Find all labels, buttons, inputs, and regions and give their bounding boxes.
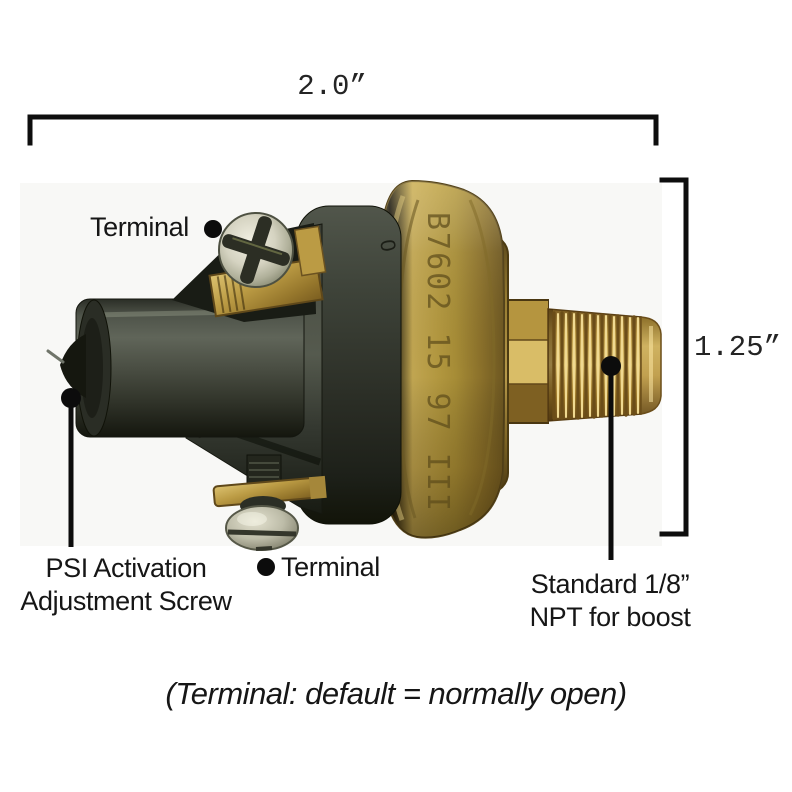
housing-stamp-text: 0: [375, 238, 400, 254]
width-dimension-label: 2.0”: [297, 70, 367, 103]
adjustment-bullet: [61, 388, 81, 408]
npt-label-line1: Standard 1/8”: [530, 569, 690, 599]
switch-housing: 0: [296, 205, 402, 525]
terminal-bottom-assembly: [212, 454, 327, 551]
adjustment-screw-label-line1: PSI Activation: [45, 553, 207, 583]
dimension-lines: [27, 114, 689, 537]
terminal-top-assembly: [172, 212, 327, 322]
height-dimension-bracket: [659, 177, 689, 537]
adjustment-barrel: [46, 298, 305, 438]
terminal-bottom-tab: [308, 475, 327, 500]
phillips-slot-icon: [222, 216, 290, 284]
leader-lines: [61, 220, 621, 576]
adjustment-screw-label-line2: Adjustment Screw: [20, 586, 232, 616]
tip-pin: [46, 349, 65, 364]
terminal-top-label: Terminal: [90, 212, 189, 242]
screw-slot-icon: [227, 529, 297, 537]
npt-bullet: [601, 356, 621, 376]
npt-label-line2: NPT for boost: [529, 602, 691, 632]
terminal-top-tab: [293, 225, 327, 277]
height-dimension-label: 1.25”: [694, 331, 782, 364]
adjustment-screw-label: PSI Activation Adjustment Screw: [6, 552, 246, 618]
terminal-default-footnote: (Terminal: default = normally open): [165, 676, 627, 711]
terminal-bottom-label: Terminal: [281, 552, 380, 582]
width-dimension-bracket: [27, 114, 659, 146]
disc-stamp-text: B7602 15 97 III: [420, 212, 455, 513]
npt-label: Standard 1/8” NPT for boost: [495, 568, 725, 634]
terminal-bottom-bullet: [257, 558, 275, 576]
adjustment-screw-tip: [60, 334, 86, 398]
terminal-bottom-screw: [225, 505, 299, 551]
terminal-top-bullet: [204, 220, 222, 238]
